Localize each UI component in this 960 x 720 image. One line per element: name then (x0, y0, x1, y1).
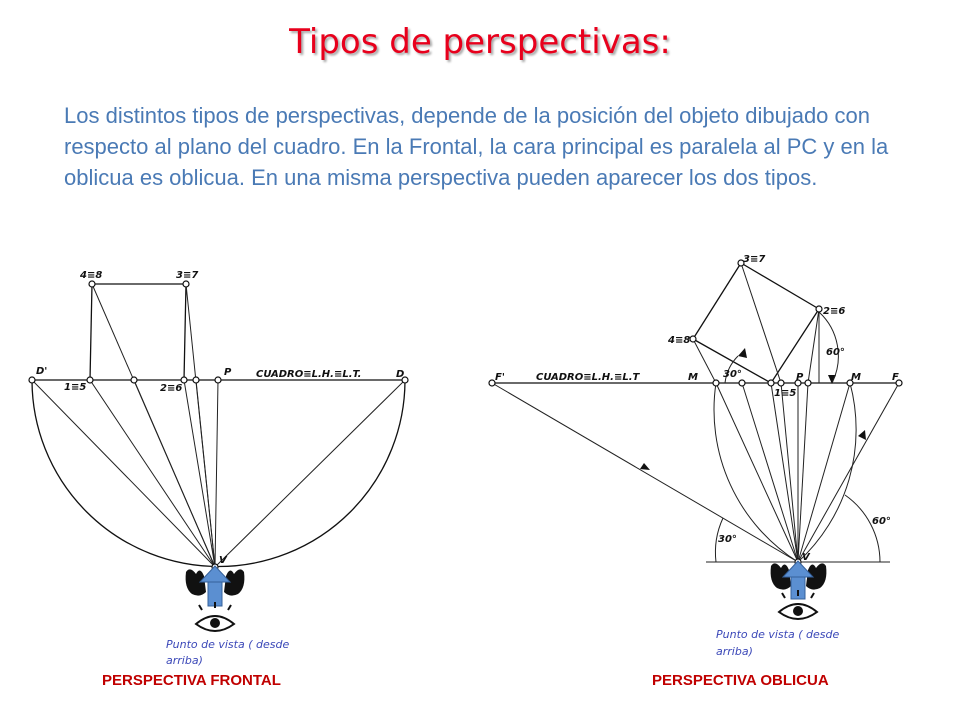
point-m2 (846, 379, 854, 387)
arc-m1 (713, 382, 799, 563)
label-m2: M (851, 372, 861, 383)
label-37: 3≡7 (176, 270, 198, 281)
label-f: F (892, 372, 899, 383)
arrow-up-icon (781, 560, 815, 600)
label-37: 3≡7 (743, 254, 765, 265)
label-angle-bottom60: 60° (872, 516, 891, 527)
arrow-marker-fprime (640, 463, 650, 470)
label-cuadro-oblicua: CUADRO≡L.H.≡L.T (536, 372, 641, 383)
label-cuadro: CUADRO≡L.H.≡L.T. (256, 369, 361, 380)
label-dprime: D' (36, 366, 47, 377)
label-angle-bottom30: 30° (718, 534, 737, 545)
ray-m1-v (715, 382, 799, 563)
label-26: 2≡6 (160, 383, 182, 394)
ray-f-v (797, 382, 900, 563)
hands-icon (185, 569, 245, 596)
point-f (895, 379, 903, 387)
angle-arc-bottom30 (714, 517, 724, 563)
caption-oblicua: PERSPECTIVA OBLICUA (652, 672, 829, 689)
point-m1 (712, 379, 720, 387)
viewpoint-text-oblicua-line1: Punto de vista ( desde (716, 628, 839, 641)
ray-p-v (214, 379, 219, 568)
label-48: 4≡8 (79, 270, 102, 281)
point-p (794, 379, 802, 387)
angle-arc-bottom60 (844, 494, 881, 563)
label-v: V (802, 552, 811, 563)
point-48 (88, 280, 96, 288)
oblicua-diagram: 3≡7 2≡6 4≡8 F' CUADRO≡L.H.≡L.T M 30° P M… (488, 254, 903, 689)
square-right-edge (183, 283, 187, 381)
label-angle-top30: 30° (723, 369, 742, 380)
label-angle-top60: 60° (826, 347, 845, 358)
square-edge-26-15 (770, 308, 820, 384)
ray-26-down (807, 308, 820, 384)
point-26 (180, 376, 188, 384)
ray-d-v (214, 379, 406, 568)
angle-arc-top60 (818, 311, 839, 384)
arrow-marker-top60 (828, 375, 836, 384)
ray-dprime-v (31, 379, 216, 568)
label-p: P (224, 367, 232, 378)
ray-15-v (89, 379, 216, 568)
ray-48-down (692, 338, 717, 384)
ray-x-v (195, 379, 216, 568)
ray-15-v (770, 382, 799, 563)
point-37 (182, 280, 190, 288)
point-15 (86, 376, 94, 384)
ray-a-v (741, 382, 799, 563)
point-b (777, 379, 785, 387)
point-mid (130, 376, 138, 384)
square-edge-48-15 (692, 338, 772, 384)
point-p (214, 376, 222, 384)
point-c (804, 379, 812, 387)
ray-fprime-v (491, 382, 799, 563)
intro-paragraph: Los distintos tipos de perspectivas, dep… (64, 103, 889, 190)
arrow-marker-f (858, 430, 866, 440)
ray-26-v (183, 379, 216, 568)
hands-icon (770, 563, 827, 590)
point-fprime (488, 379, 496, 387)
point-15 (767, 379, 775, 387)
point-a (738, 379, 746, 387)
point-48 (689, 335, 697, 343)
viewpoint-text-frontal-line2: arriba) (166, 654, 203, 667)
page-title: Tipos de perspectivas: (289, 22, 671, 62)
ray-m2-v (797, 382, 851, 563)
frontal-diagram: 4≡8 3≡7 D' 1≡5 2≡6 P CUADRO≡L.H.≡L.T. D … (28, 270, 409, 689)
arc-m2 (797, 382, 857, 563)
label-p: P (796, 372, 804, 383)
point-dprime (28, 376, 36, 384)
label-15: 1≡5 (64, 382, 86, 393)
arrow-up-icon (198, 565, 232, 607)
caption-frontal: PERSPECTIVA FRONTAL (102, 672, 281, 689)
point-26 (815, 305, 823, 313)
point-37 (737, 259, 745, 267)
angle-arc-top30 (724, 355, 739, 384)
ray-b-v (780, 382, 799, 563)
label-fprime: F' (495, 372, 505, 383)
label-v: V (219, 555, 228, 566)
eye-icon (777, 590, 819, 620)
label-d: D (396, 369, 404, 380)
point-d (401, 376, 409, 384)
square-edge-37-48 (692, 262, 742, 340)
label-26: 2≡6 (823, 306, 845, 317)
viewpoint-text-frontal-line1: Punto de vista ( desde (166, 638, 289, 651)
distance-arc (31, 379, 406, 568)
square-left-edge (89, 283, 93, 381)
square-edge-37-26 (740, 262, 820, 310)
ray-37-down (740, 262, 782, 384)
label-m1: M (688, 372, 698, 383)
label-15: 1≡5 (774, 388, 796, 399)
point-x (192, 376, 200, 384)
arrow-marker-top30 (738, 348, 747, 358)
label-48: 4≡8 (667, 335, 690, 346)
eye-icon (194, 602, 236, 632)
ray-c-v (797, 382, 809, 563)
viewpoint-text-oblicua-line2: arriba) (716, 645, 753, 658)
ray-mid-v (133, 379, 216, 568)
